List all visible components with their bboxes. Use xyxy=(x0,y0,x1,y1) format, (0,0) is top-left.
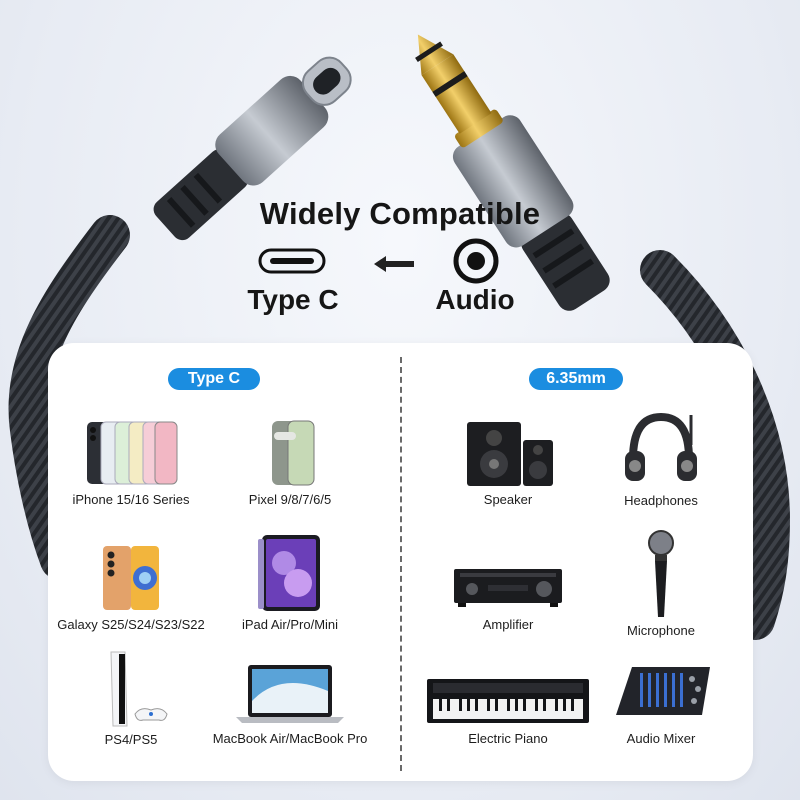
headphones-image xyxy=(625,412,697,481)
device-piano: Electric Piano xyxy=(413,673,603,746)
device-speaker: Speaker xyxy=(423,418,593,507)
audio-label: Audio xyxy=(435,284,515,315)
cable-left xyxy=(8,215,130,580)
amplifier-image xyxy=(454,569,562,607)
device-galaxy: Galaxy S25/S24/S23/S22 xyxy=(46,543,216,632)
speaker-image xyxy=(467,422,553,486)
device-playstation: PS4/PS5 xyxy=(46,648,216,747)
device-iphone: iPhone 15/16 Series xyxy=(46,418,216,507)
ipad-image xyxy=(258,535,320,611)
device-label: Galaxy S25/S24/S23/S22 xyxy=(57,617,205,632)
device-label: Audio Mixer xyxy=(626,731,696,746)
usb-c-port-icon xyxy=(258,248,326,274)
device-label: Microphone xyxy=(627,623,695,638)
device-label: Pixel 9/8/7/6/5 xyxy=(248,492,332,507)
headline-title: Widely Compatible xyxy=(259,196,541,231)
device-label: Electric Piano xyxy=(468,731,548,746)
pixel-image xyxy=(272,420,315,486)
device-ipad: iPad Air/Pro/Mini xyxy=(205,533,375,632)
device-macbook: MacBook Air/MacBook Pro xyxy=(205,661,375,746)
typec-connector xyxy=(153,56,352,241)
arrow-left-icon xyxy=(374,256,414,272)
ps5-image xyxy=(110,651,168,727)
iphone-image xyxy=(87,421,178,485)
type-c-tag: Type C xyxy=(168,368,260,390)
macbook-image xyxy=(236,665,344,723)
device-mixer: Audio Mixer xyxy=(576,661,746,746)
device-headphones: Headphones xyxy=(576,405,746,508)
galaxy-image xyxy=(103,546,159,610)
compatibility-panel: Type C 6.35mm iPhone 15/16 Series Pixel … xyxy=(48,343,753,781)
device-label: MacBook Air/MacBook Pro xyxy=(212,731,368,746)
cable-right xyxy=(640,250,791,640)
device-label: iPhone 15/16 Series xyxy=(72,492,190,507)
electric-piano-image xyxy=(427,679,589,723)
type-c-label: Type C xyxy=(247,284,339,315)
jack-size-tag: 6.35mm xyxy=(529,368,623,390)
audio-jack-icon xyxy=(453,238,499,284)
device-label: PS4/PS5 xyxy=(104,732,158,747)
device-label: iPad Air/Pro/Mini xyxy=(241,617,339,632)
device-label: Amplifier xyxy=(482,617,534,632)
device-label: Speaker xyxy=(483,492,533,507)
device-pixel: Pixel 9/8/7/6/5 xyxy=(205,418,375,507)
device-amplifier: Amplifier xyxy=(423,553,593,632)
device-label: Headphones xyxy=(624,493,698,508)
microphone-image xyxy=(648,530,674,617)
device-microphone: Microphone xyxy=(576,529,746,638)
jack-connector xyxy=(415,34,610,311)
audio-mixer-image xyxy=(616,667,710,715)
panel-divider xyxy=(400,357,402,771)
